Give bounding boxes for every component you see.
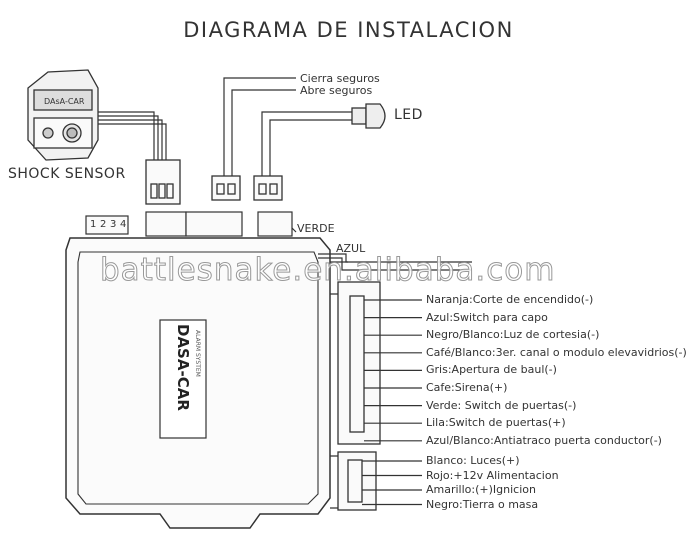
harness-wires [362,299,422,506]
verde-wire [291,227,297,233]
svg-text:DASA-CAR: DASA-CAR [174,324,192,411]
power-harness-label: Blanco: Luces(+) [426,454,520,467]
main-harness-label: Azul:Switch para capo [426,310,548,324]
azul-label: AZUL [336,242,366,255]
connector-pin-2: 2 [100,219,107,230]
sensor-plug [145,159,181,205]
connector-pin-3: 3 [110,219,117,230]
main-harness-label: Azul/Blanco:Antiatraco puerta conductor(… [426,433,662,447]
verde-label: VERDE [297,222,335,235]
power-harness-label: Negro:Tierra o masa [426,497,539,511]
watermark: battlesnake.en.alibaba.com [99,252,556,289]
led-wires [261,111,352,176]
main-harness-connector [337,281,381,445]
azul-side-wire [318,253,472,271]
lock-unlock-wires [223,77,296,176]
power-harness-connector [337,451,377,511]
top-connectors [85,211,293,237]
power-harness-label: Amarillo:(+)Ignicion [426,483,536,496]
main-harness-label: Café/Blanco:3er. canal o modulo elevavid… [426,345,687,359]
connector-pin-1: 1 [90,219,97,230]
sensor-wires [98,111,167,160]
led-bulb [351,103,386,129]
main-harness-label: Verde: Switch de puertas(-) [426,398,577,412]
lock-wire-label: Cierra seguros [300,72,380,85]
unlock-wire-label: Abre seguros [300,84,373,97]
main-harness-label: Negro/Blanco:Luz de cortesia(-) [426,328,600,342]
unit-brand-label: DASA-CAR ALARM SYSTEM [159,319,207,439]
svg-text:ALARM SYSTEM: ALARM SYSTEM [194,330,201,377]
main-harness-label: Cafe:Sirena(+) [426,381,508,394]
main-harness-label: Gris:Apertura de baul(-) [426,363,557,377]
shock-sensor-module [27,69,99,161]
power-harness-label: Rojo:+12v Alimentacion [426,468,559,482]
main-harness-label: Naranja:Corte de encendido(-) [426,293,594,306]
lock-plug [211,175,241,201]
diagram-title: DIAGRAMA DE INSTALACION [183,18,514,42]
sensor-brand-mark: DAsA-CAR [44,97,85,106]
connector-pin-4: 4 [120,219,127,230]
shock-sensor-label: SHOCK SENSOR [8,166,126,182]
main-harness-label: Lila:Switch de puertas(+) [426,416,566,430]
led-label: LED [394,107,423,123]
led-plug [253,175,283,201]
